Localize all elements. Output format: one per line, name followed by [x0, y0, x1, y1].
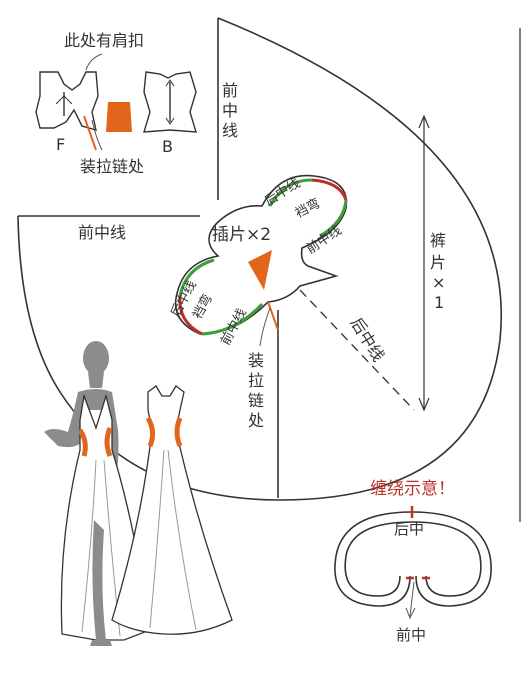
zipper-top-label: 装拉链处: [80, 157, 144, 176]
shoulder-button-label: 此处有肩扣: [64, 31, 144, 50]
front-center-top-3: 线: [222, 121, 238, 140]
zipper-mid-1: 装: [248, 351, 264, 370]
gusset-triangle: [248, 250, 272, 290]
wrap-loop-diagram: [334, 511, 492, 607]
zipper-pointer-arrow: [91, 119, 103, 151]
gusset-zipper-arrow: [259, 307, 271, 347]
wrap-back-label: 后中: [394, 520, 424, 538]
back-bodice-sketch: [143, 71, 197, 133]
crotch-curve-top-green: [268, 178, 313, 207]
front-center-top-1: 前: [222, 81, 238, 100]
waistband-swatch: [106, 102, 132, 132]
gusset-zipper-line: [267, 301, 279, 331]
crotch-curve-top-red: [311, 178, 348, 201]
zipper-mid-3: 链: [248, 391, 264, 410]
pants-label-4: 1: [434, 293, 444, 312]
zipper-pointer-line: [83, 115, 97, 151]
crotch-curve-left-green: [178, 258, 215, 297]
front-bodice-sketch: [35, 71, 99, 131]
shoulder-pointer-arrow: [85, 53, 103, 71]
back-label: B: [162, 137, 173, 156]
dress-back-figure: [111, 385, 233, 635]
crotch-curve-left-green-2: [201, 302, 264, 336]
wrap-front-label: 前中: [396, 626, 426, 644]
gusset-label: 插片×2: [212, 225, 271, 245]
zipper-mid-4: 处: [248, 411, 264, 430]
crotch-curve-top-green-2: [319, 199, 348, 238]
pants-label-3: ×: [432, 273, 445, 292]
pants-pattern-piece: [17, 17, 502, 501]
crotch-curve-left-red: [178, 295, 203, 336]
pants-label-2: 片: [430, 253, 446, 272]
wrap-front-arrow: [405, 581, 416, 620]
back-center-dashed: [299, 289, 415, 411]
pants-length-arrow: [418, 114, 430, 412]
zipper-mid-2: 拉: [248, 371, 264, 390]
front-center-top-2: 中: [222, 101, 238, 120]
wrap-title: 缠绕示意！: [370, 479, 455, 499]
front-label: F: [56, 135, 65, 154]
front-center-left-label: 前中线: [78, 223, 126, 242]
pants-label-1: 裤: [430, 231, 446, 250]
back-center-diagonal-label: 后中线: [347, 314, 389, 365]
